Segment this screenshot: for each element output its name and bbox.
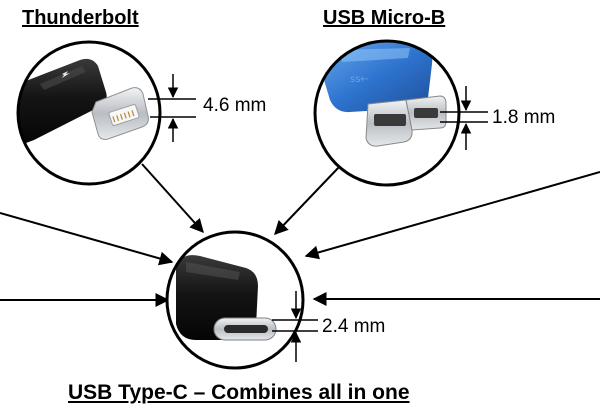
thunderbolt-connector-circle bbox=[16, 40, 196, 186]
thunderbolt-label: Thunderbolt bbox=[22, 7, 139, 29]
micro-b-dimension-marks bbox=[440, 86, 488, 150]
micro-b-dimension-text: 1.8 mm bbox=[492, 107, 556, 128]
svg-text:ss←: ss← bbox=[350, 74, 369, 85]
arrow-thunderbolt-to-typec bbox=[141, 163, 204, 234]
arrows bbox=[0, 163, 600, 307]
type-c-dimension-text: 2.4 mm bbox=[322, 316, 386, 337]
type-c-connector-image bbox=[167, 232, 303, 368]
arrow-right-upper-to-typec bbox=[304, 171, 600, 260]
micro-b-connector-image: ss← bbox=[315, 41, 459, 185]
thunderbolt-connector-image bbox=[18, 42, 160, 184]
type-c-connector-circle bbox=[165, 230, 318, 370]
micro-b-label: USB Micro-B bbox=[323, 7, 446, 29]
micro-b-connector-circle: ss← bbox=[313, 39, 488, 187]
thunderbolt-dimension-marks bbox=[148, 74, 196, 142]
type-c-dimension-marks bbox=[272, 291, 318, 362]
arrow-left-upper-to-typec bbox=[0, 212, 174, 266]
arrow-microb-to-typec bbox=[274, 165, 341, 236]
thunderbolt-dimension-text: 4.6 mm bbox=[203, 95, 267, 116]
type-c-caption: USB Type-C – Combines all in one bbox=[68, 381, 410, 404]
